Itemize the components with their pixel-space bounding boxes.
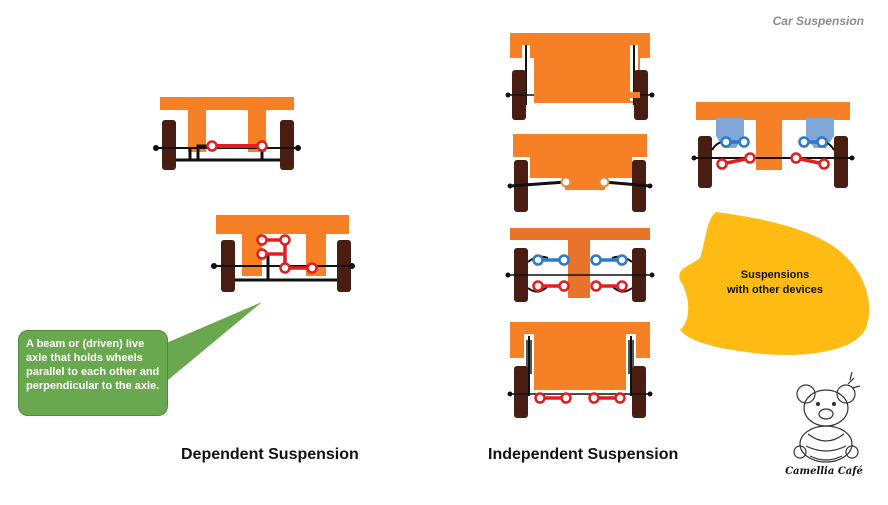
yellow-callout-blob [679, 212, 870, 355]
logo-text: Camellia Café [785, 466, 863, 477]
independent-double-wishbone [505, 228, 655, 302]
suspension-with-other-devices [691, 102, 855, 188]
dependent-note-callout: A beam or (driven) live axle that holds … [18, 330, 168, 416]
independent-macpherson [507, 322, 653, 418]
independent-strut-1 [505, 33, 655, 120]
dependent-beam-axle-1 [153, 97, 301, 170]
teddy-bear-icon [793, 371, 861, 463]
corner-title: Car Suspension [772, 14, 864, 28]
independent-swing-axle [507, 134, 653, 212]
independent-caption: Independent Suspension [488, 446, 679, 463]
dependent-caption: Dependent Suspension [181, 446, 359, 463]
dependent-beam-axle-2 [211, 215, 355, 292]
callout-pointer [150, 302, 262, 380]
